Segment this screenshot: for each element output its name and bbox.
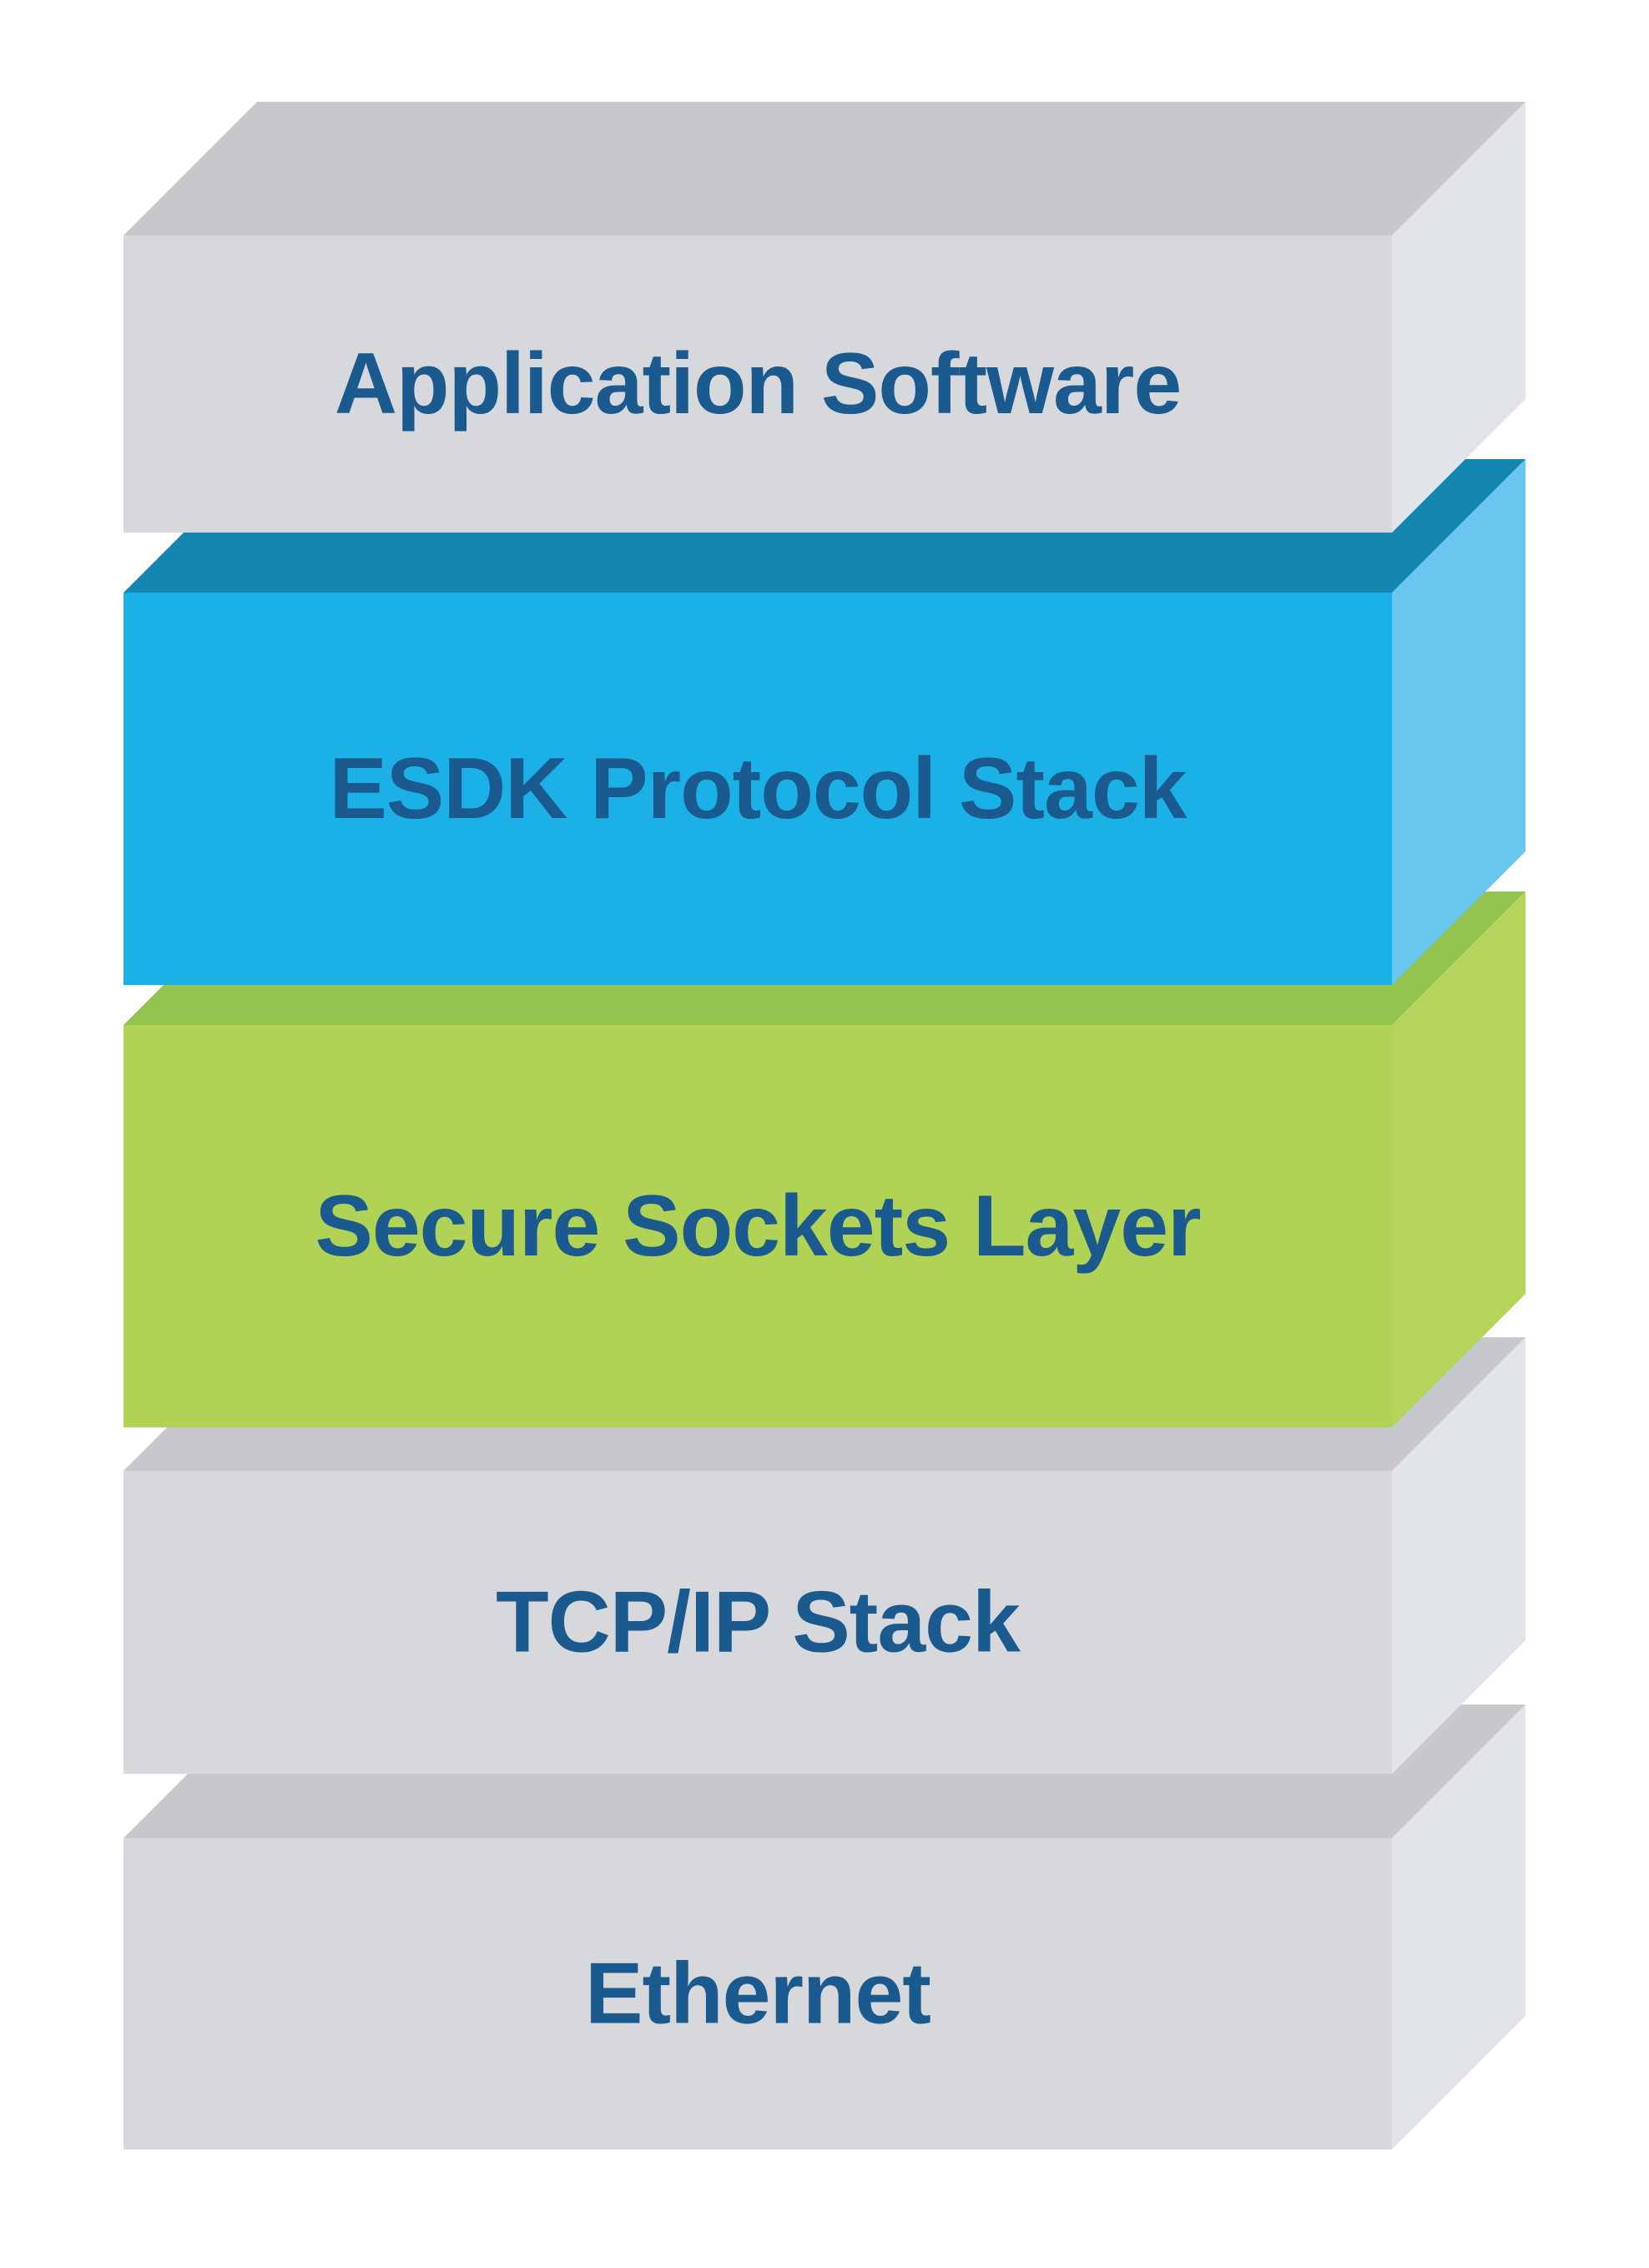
layer-top-face bbox=[124, 102, 1525, 235]
layer-side-face bbox=[1392, 102, 1525, 533]
layer-label-tcp-ip-stack: TCP/IP Stack bbox=[496, 1574, 1021, 1671]
layer-label-secure-sockets-layer: Secure Sockets Layer bbox=[315, 1178, 1200, 1275]
layer-side-face bbox=[1392, 459, 1525, 985]
layer-secure-sockets-layer: Secure Sockets Layer bbox=[124, 892, 1525, 1427]
layer-label-esdk-protocol-stack: ESDK Protocol Stack bbox=[329, 740, 1187, 837]
layer-front-face bbox=[124, 593, 1392, 985]
layer-front-face bbox=[124, 1025, 1392, 1427]
layer-side-face bbox=[1392, 892, 1525, 1427]
layer-label-application-software: Application Software bbox=[335, 336, 1181, 432]
layer-application-software: Application Software bbox=[124, 102, 1525, 533]
layer-front-face bbox=[124, 235, 1392, 533]
layer-esdk-protocol-stack: ESDK Protocol Stack bbox=[124, 459, 1525, 985]
layer-front-face bbox=[124, 1471, 1392, 1774]
layer-side-face bbox=[1392, 1337, 1525, 1774]
layer-front-face bbox=[124, 1838, 1392, 2149]
layer-label-ethernet: Ethernet bbox=[585, 1946, 930, 2043]
layer-side-face bbox=[1392, 1705, 1525, 2149]
layers-group: Ethernet TCP/IP Stack Secure Sockets Layer… bbox=[124, 102, 1525, 2149]
